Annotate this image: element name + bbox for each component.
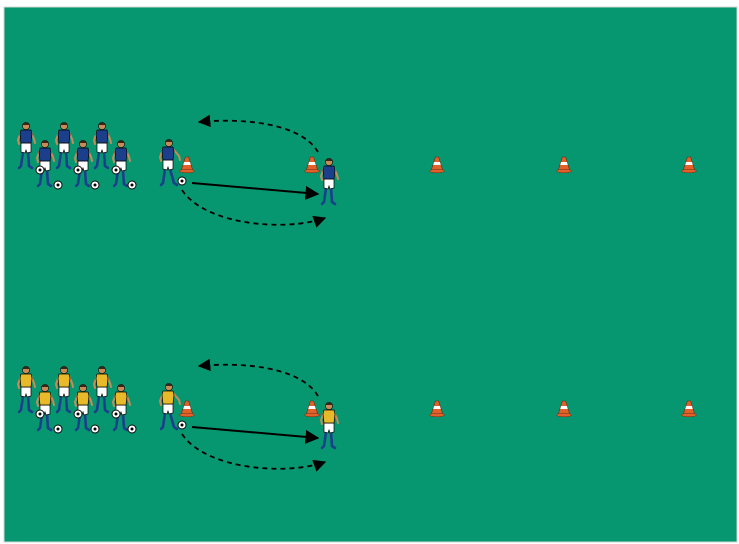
pitch-surface [4, 7, 737, 542]
soccer-ball-icon [91, 425, 99, 433]
soccer-ball-icon [36, 410, 44, 418]
soccer-ball-icon [178, 177, 186, 185]
soccer-ball-icon [36, 166, 44, 174]
soccer-ball-icon [91, 181, 99, 189]
soccer-ball-icon [112, 166, 120, 174]
soccer-ball-icon [178, 421, 186, 429]
soccer-ball-icon [54, 425, 62, 433]
soccer-ball-icon [74, 166, 82, 174]
soccer-ball-icon [112, 410, 120, 418]
soccer-ball-icon [74, 410, 82, 418]
soccer-ball-icon [128, 425, 136, 433]
soccer-ball-icon [128, 181, 136, 189]
soccer-ball-icon [54, 181, 62, 189]
